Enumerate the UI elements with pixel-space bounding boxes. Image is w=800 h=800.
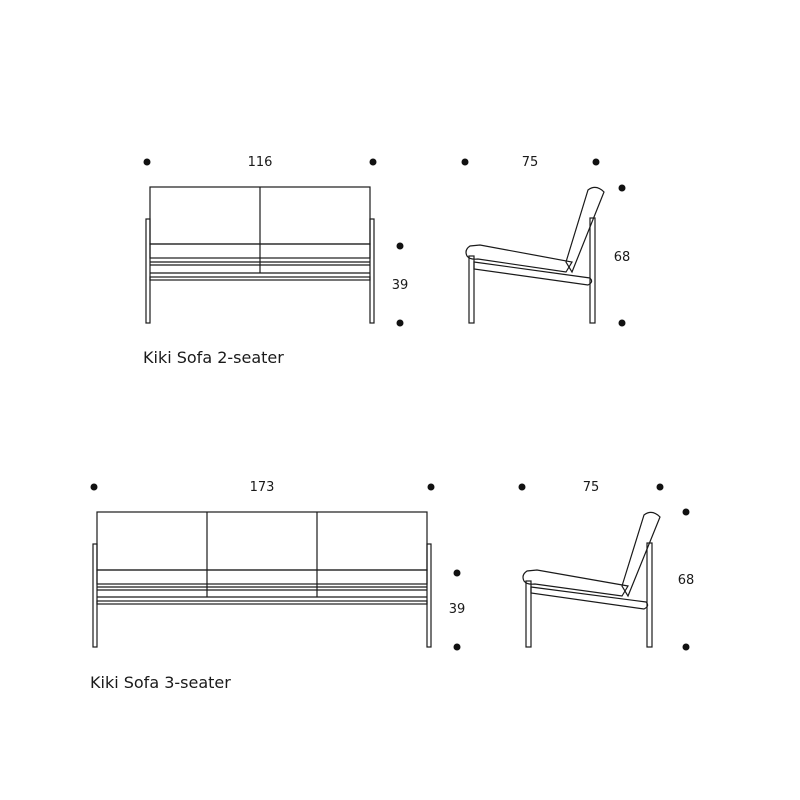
sofa-2-caption: Kiki Sofa 2-seater bbox=[143, 348, 284, 367]
dim-dot bbox=[453, 643, 461, 651]
front-leg-side bbox=[525, 580, 532, 648]
sofa-3-seater-group: 173 39 75 bbox=[90, 480, 694, 692]
dim-dot bbox=[427, 483, 435, 491]
dim-dot bbox=[618, 319, 626, 327]
sofa-3-front-view bbox=[92, 511, 432, 648]
sofa-3-depth-label: 75 bbox=[583, 480, 600, 495]
seat-cushion bbox=[96, 569, 428, 585]
sofa-3-height-label: 68 bbox=[678, 573, 695, 588]
backrest-side bbox=[565, 186, 605, 274]
sofa-2-front-view bbox=[145, 186, 375, 324]
dim-dot bbox=[682, 643, 690, 651]
dim-dot bbox=[656, 483, 664, 491]
dim-dot bbox=[90, 483, 98, 491]
dim-dot bbox=[143, 158, 151, 166]
dim-dot bbox=[682, 508, 690, 516]
sofa-2-seat-height-label: 39 bbox=[392, 278, 409, 293]
left-leg bbox=[145, 218, 151, 324]
seat-side bbox=[522, 569, 629, 597]
sofa-2-depth-label: 75 bbox=[522, 155, 539, 170]
dim-dot bbox=[369, 158, 377, 166]
frame-rail bbox=[96, 600, 428, 605]
sofa-3-side-view bbox=[522, 511, 661, 648]
dim-dot bbox=[396, 319, 404, 327]
rear-leg-side bbox=[589, 217, 596, 324]
sofa-3-width-label: 173 bbox=[250, 480, 275, 495]
dim-dot bbox=[592, 158, 600, 166]
left-leg bbox=[92, 543, 98, 648]
backrest-side bbox=[621, 511, 661, 598]
front-leg-side bbox=[468, 255, 475, 324]
frame-side bbox=[473, 261, 593, 286]
sofa-3-caption: Kiki Sofa 3-seater bbox=[90, 673, 231, 692]
right-leg bbox=[426, 543, 432, 648]
dim-dot bbox=[618, 184, 626, 192]
sofa-2-side-view bbox=[465, 186, 605, 324]
seat-side bbox=[465, 244, 573, 273]
dim-dot bbox=[453, 569, 461, 577]
dim-dot bbox=[396, 242, 404, 250]
backrest bbox=[96, 511, 428, 571]
dim-dot bbox=[518, 483, 526, 491]
sofa-2-seater-group: 116 39 75 bbox=[143, 155, 630, 367]
dim-dot bbox=[461, 158, 469, 166]
sofa-2-height-label: 68 bbox=[614, 250, 631, 265]
right-leg bbox=[369, 218, 375, 324]
frame-rail bbox=[149, 276, 371, 281]
sofa-3-seat-height-label: 39 bbox=[449, 602, 466, 617]
sofa-2-width-label: 116 bbox=[248, 155, 273, 170]
rear-leg-side bbox=[646, 542, 653, 648]
